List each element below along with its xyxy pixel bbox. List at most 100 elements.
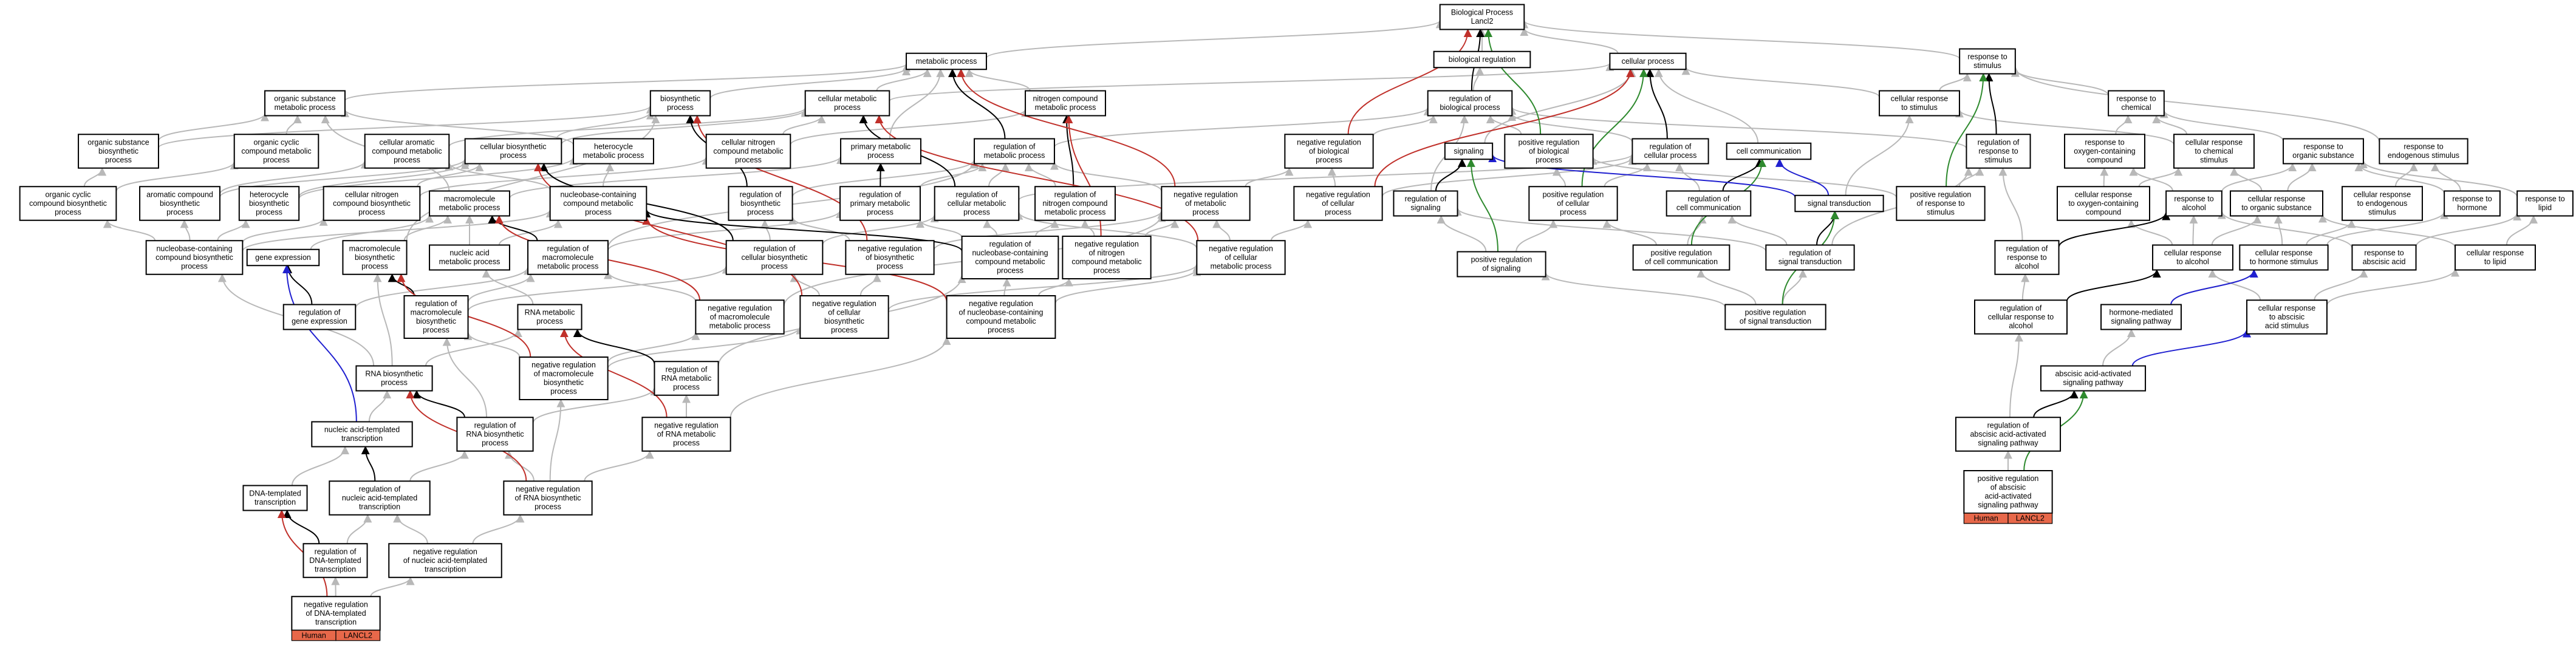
go-term-geneexp[interactable]: gene expression — [246, 248, 320, 267]
go-term-sigtrans[interactable]: signal transduction — [1794, 194, 1884, 213]
go-term-cellcomm[interactable]: cell communication — [1726, 142, 1812, 160]
go-term-signaling[interactable]: signaling — [1444, 142, 1494, 160]
go-term-regnucmet[interactable]: regulation ofnucleobase-containingcompou… — [961, 236, 1059, 279]
term-label-line: cellular aromatic — [379, 138, 434, 146]
edge-is-a — [2011, 66, 2380, 143]
edge-is-a — [916, 219, 963, 238]
term-label-line: process — [423, 326, 449, 335]
go-term-biolreg[interactable]: biological regulation — [1433, 50, 1531, 69]
go-term-cellproc[interactable]: cellular process — [1609, 52, 1687, 70]
go-term-regmacrobio[interactable]: regulation ofmacromoleculebiosyntheticpr… — [403, 295, 469, 339]
go-term-metab[interactable]: metabolic process — [906, 52, 987, 70]
